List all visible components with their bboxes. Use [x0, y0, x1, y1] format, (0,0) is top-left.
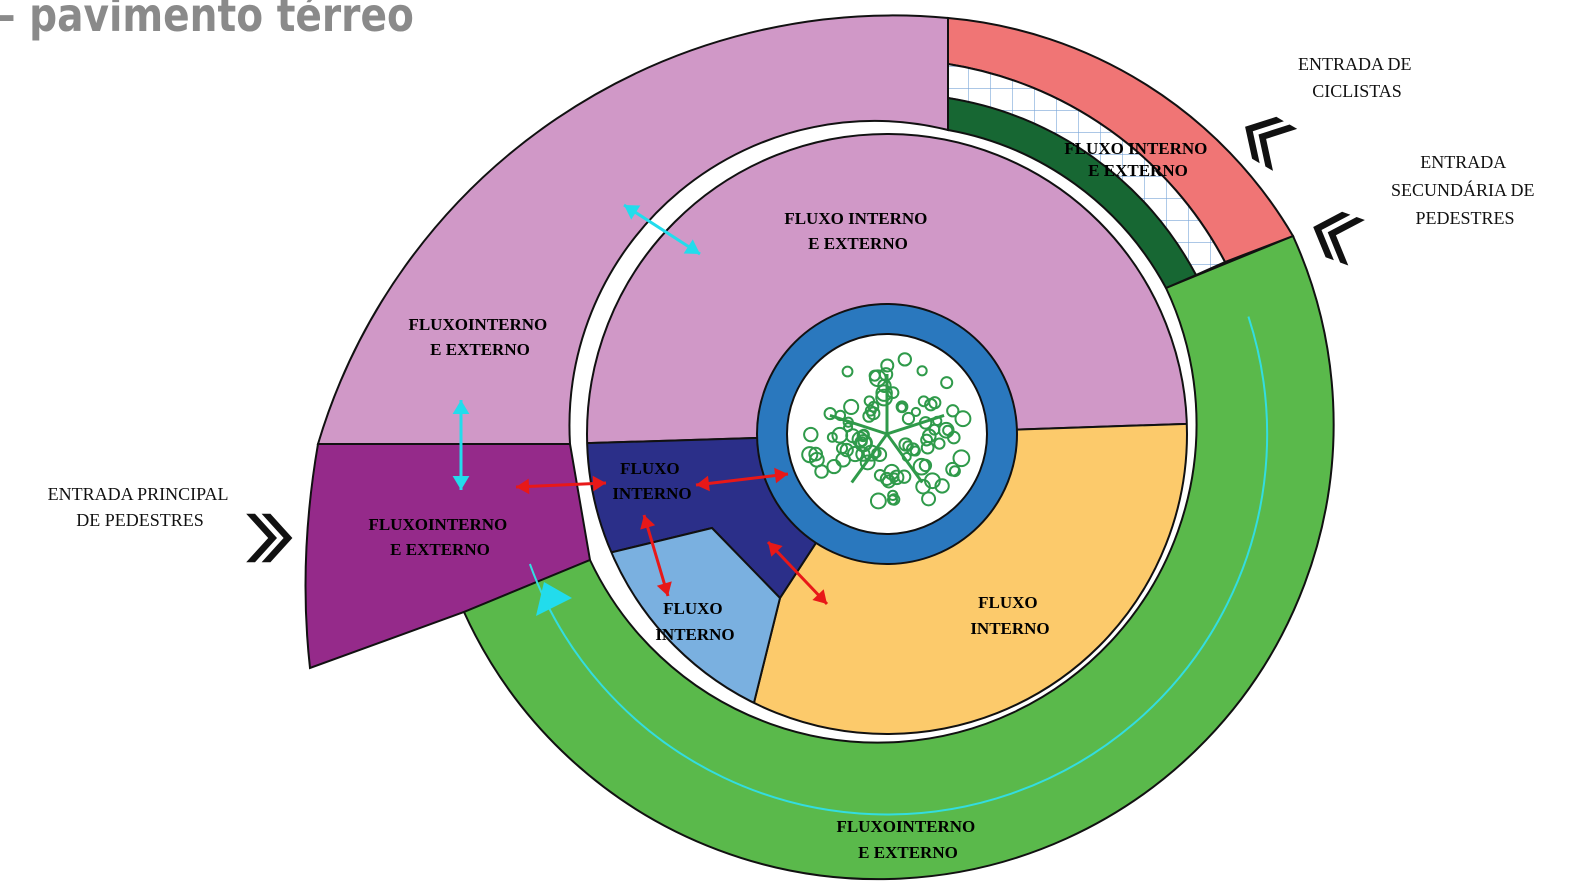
- plaza-outline: [586, 133, 1188, 735]
- tree-leaf: [928, 396, 942, 410]
- tree-leaf: [932, 415, 943, 427]
- tree-leaf: [954, 410, 972, 428]
- arrowhead: [656, 581, 672, 596]
- arrowhead: [452, 400, 470, 414]
- tree-leaf: [937, 421, 955, 439]
- tree-leaf: [918, 458, 933, 473]
- secondary-entrance-label: ENTRADA SECUNDÁRIA DE PEDESTRES: [1391, 152, 1539, 228]
- tree-leaf: [839, 442, 854, 458]
- green-label: FLUXOINTERNO E EXTERNO: [836, 817, 979, 862]
- purple-entrance-zone: [304, 443, 592, 670]
- tree-leaf: [948, 465, 961, 478]
- flow-arrow: [642, 514, 670, 597]
- arrowhead: [640, 515, 656, 530]
- flow-arrow: [623, 203, 701, 256]
- arrowhead: [624, 205, 641, 220]
- tree-leaf: [875, 384, 893, 402]
- arrowhead: [812, 589, 827, 604]
- tree-icon: [801, 352, 972, 510]
- tree-leaf: [859, 454, 876, 471]
- arrowhead: [452, 476, 470, 490]
- tree-leaf: [868, 369, 887, 388]
- flow-arrow: [766, 540, 829, 606]
- main-entrance-label: ENTRADA PRINCIPAL DE PEDESTRES: [48, 484, 233, 530]
- arrowhead: [768, 542, 783, 557]
- tree-leaf: [910, 406, 922, 418]
- tree-leaf: [867, 400, 880, 413]
- tree-leaf: [901, 451, 912, 462]
- tree-leaf: [933, 437, 946, 450]
- tree-leaf: [814, 464, 829, 479]
- tree-leaf: [918, 416, 933, 430]
- arrowhead: [774, 467, 788, 484]
- tree-leaf: [895, 400, 909, 414]
- flow-arrow: [695, 472, 789, 487]
- tree-branch: [829, 414, 888, 436]
- orange-label: FLUXO INTERNO: [970, 593, 1049, 638]
- inner-pink-label: FLUXO INTERNO E EXTERNO: [784, 209, 931, 253]
- tree-leaf: [897, 352, 912, 367]
- cyclist-entrance-label: ENTRADA DE CICLISTAS: [1298, 54, 1416, 101]
- tree-leaf: [875, 388, 893, 407]
- tree-leaf: [843, 398, 860, 415]
- tree-leaf: [803, 426, 819, 443]
- green-ring-zone: [462, 234, 1335, 881]
- walkway-direction-arrow-icon: [536, 582, 572, 616]
- tree-leaf: [862, 409, 876, 423]
- tree-leaf: [855, 446, 871, 462]
- arrowhead: [592, 475, 606, 492]
- purple-label: FLUXOINTERNO E EXTERNO: [368, 515, 511, 559]
- flow-arrow: [515, 481, 607, 489]
- tree-leaf: [921, 491, 937, 507]
- tree-leaf: [871, 447, 882, 459]
- tree-leaf: [940, 376, 954, 390]
- tree-leaf: [823, 406, 837, 421]
- tree-leaf: [835, 451, 851, 468]
- tree-leaf: [942, 424, 954, 436]
- tree-leaf: [886, 386, 900, 400]
- tree-leaf: [873, 469, 887, 482]
- main-entrance-arrow-icon: [246, 513, 293, 563]
- tree-leaf: [845, 428, 861, 444]
- tree-leaf: [912, 457, 931, 476]
- arrowhead: [696, 475, 710, 492]
- tree-leaf: [909, 445, 921, 457]
- tree-leaf: [924, 472, 941, 490]
- cyclist-entrance-arrow-icon: [1245, 116, 1298, 171]
- tree-leaf: [952, 449, 971, 468]
- green-walkway-line: [528, 316, 1269, 816]
- secondary-entrance-arrow-icon: [1313, 211, 1365, 266]
- navy-label: FLUXO INTERNO: [612, 459, 691, 503]
- tree-leaf: [946, 404, 960, 418]
- tree-leaf: [889, 472, 900, 483]
- tree-leaf: [920, 440, 935, 455]
- outer-pink-label: FLUXOINTERNO E EXTERNO: [408, 315, 551, 359]
- tree-leaf: [855, 434, 873, 452]
- tree-leaf: [842, 416, 854, 428]
- tree-leaf: [901, 411, 916, 426]
- tree-leaf: [869, 492, 887, 510]
- tree-leaf: [916, 365, 928, 377]
- flow-arrows: [452, 203, 829, 616]
- tree-leaf: [920, 433, 934, 447]
- tree-leaf: [880, 358, 895, 373]
- arrowhead: [683, 239, 700, 254]
- tree-leaf: [887, 493, 901, 506]
- tree-leaf: [879, 471, 894, 486]
- dark-green-label: FLUXO INTERNO E EXTERNO: [1064, 139, 1211, 180]
- dark-green-zone: [947, 96, 1198, 290]
- tree-branch: [885, 433, 924, 484]
- arrowhead: [516, 478, 530, 495]
- page-title: – pavimento térreo: [0, 0, 414, 42]
- tree-leaf: [934, 478, 950, 494]
- light-blue-label: FLUXO INTERNO: [655, 599, 734, 644]
- tree-leaf: [841, 365, 854, 378]
